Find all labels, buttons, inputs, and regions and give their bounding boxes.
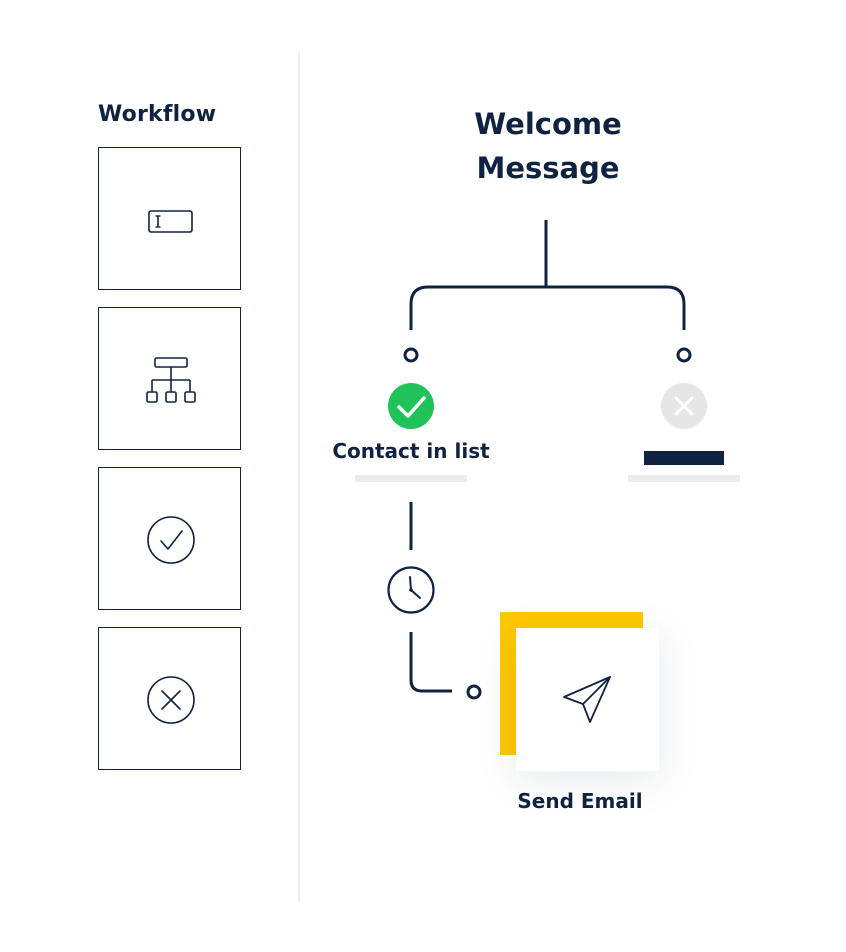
workflow-title: Welcome Message bbox=[440, 102, 656, 190]
workflow-title-line1: Welcome bbox=[474, 107, 622, 141]
delay-to-action-line bbox=[409, 632, 452, 693]
paper-plane-icon bbox=[563, 676, 611, 723]
tool-condition-yes[interactable] bbox=[98, 467, 241, 610]
sidebar-title: Workflow bbox=[98, 102, 217, 127]
tool-text-input[interactable] bbox=[98, 147, 241, 290]
check-circle-icon bbox=[147, 516, 195, 564]
action-accent-top bbox=[500, 612, 643, 628]
branch-line bbox=[409, 285, 686, 330]
branch-yes-port[interactable] bbox=[403, 347, 419, 363]
no-branch-placeholder bbox=[628, 475, 740, 482]
send-email-label: Send Email bbox=[517, 789, 643, 813]
branch-yes-label: Contact in list bbox=[332, 439, 490, 463]
no-branch-label-bar bbox=[644, 451, 724, 465]
check-circle-icon bbox=[388, 383, 434, 429]
clock-icon[interactable] bbox=[387, 566, 435, 614]
branch-no-port[interactable] bbox=[676, 347, 692, 363]
action-accent-left bbox=[500, 612, 516, 755]
x-circle-icon bbox=[147, 676, 195, 724]
hierarchy-icon bbox=[146, 357, 196, 403]
x-circle-icon bbox=[661, 383, 707, 429]
tool-condition-no[interactable] bbox=[98, 627, 241, 770]
send-email-card[interactable] bbox=[516, 628, 659, 771]
text-input-icon bbox=[148, 210, 193, 233]
action-input-port[interactable] bbox=[466, 684, 482, 700]
workflow-title-line2: Message bbox=[476, 151, 620, 185]
tool-hierarchy[interactable] bbox=[98, 307, 241, 450]
panel-divider bbox=[298, 52, 300, 902]
yes-branch-placeholder bbox=[355, 475, 467, 482]
